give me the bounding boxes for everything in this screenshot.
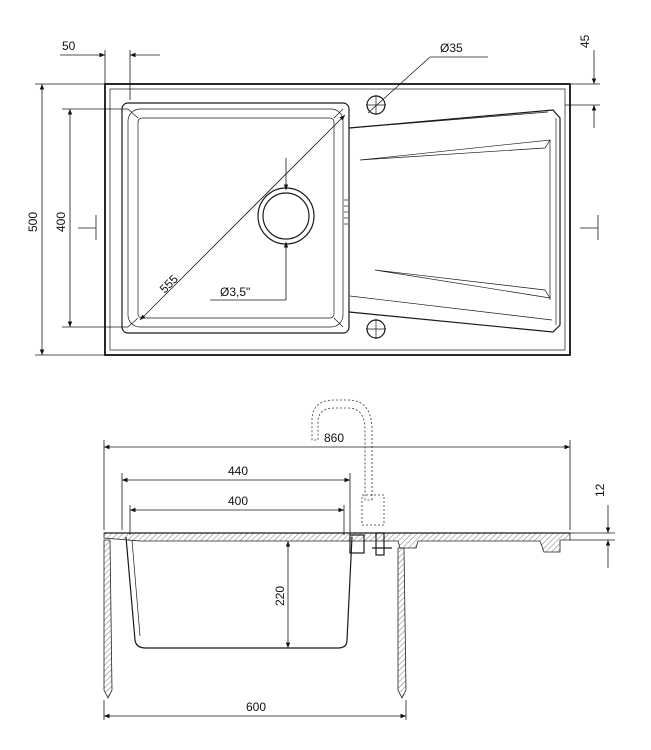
drain-dim-label: Ø3,5" [220,285,250,299]
side-view: 860 440 400 12 220 600 [103,399,615,720]
overall-depth-dim-label: 500 [26,212,40,232]
bowl-height-dim-label: 220 [273,586,287,606]
sink-outline [104,83,571,356]
cabinet-dim-label: 600 [246,700,266,714]
faucet-outline [311,399,373,501]
bowl-outer-dim-label: 440 [228,464,248,478]
diagonal-dim-label: 555 [157,272,181,296]
sink-inner-outline [109,88,566,351]
overall-width-dim-label: 860 [324,431,344,445]
cabinet-left-wall [103,539,113,699]
countertop-section [103,532,571,553]
edge-dim-label: 50 [62,39,76,53]
overflow-slots [344,199,348,225]
top-offset-dim-label: 45 [578,34,592,48]
drain-outer [257,187,315,245]
drain-inner [262,192,310,240]
rim-dim-label: 12 [593,483,607,497]
hole-dim-label: Ø35 [440,41,463,55]
section-marks [78,215,599,240]
bowl-outline [121,102,350,334]
top-view: Ø3,5" 555 Ø35 50 [26,34,600,356]
cabinet-right-wall [397,547,407,699]
bowl-inner-dim-label: 400 [228,494,248,508]
bowl-depth-dim-label: 400 [54,212,68,232]
bowl-section [125,536,353,649]
drainer-grooves [348,109,561,333]
